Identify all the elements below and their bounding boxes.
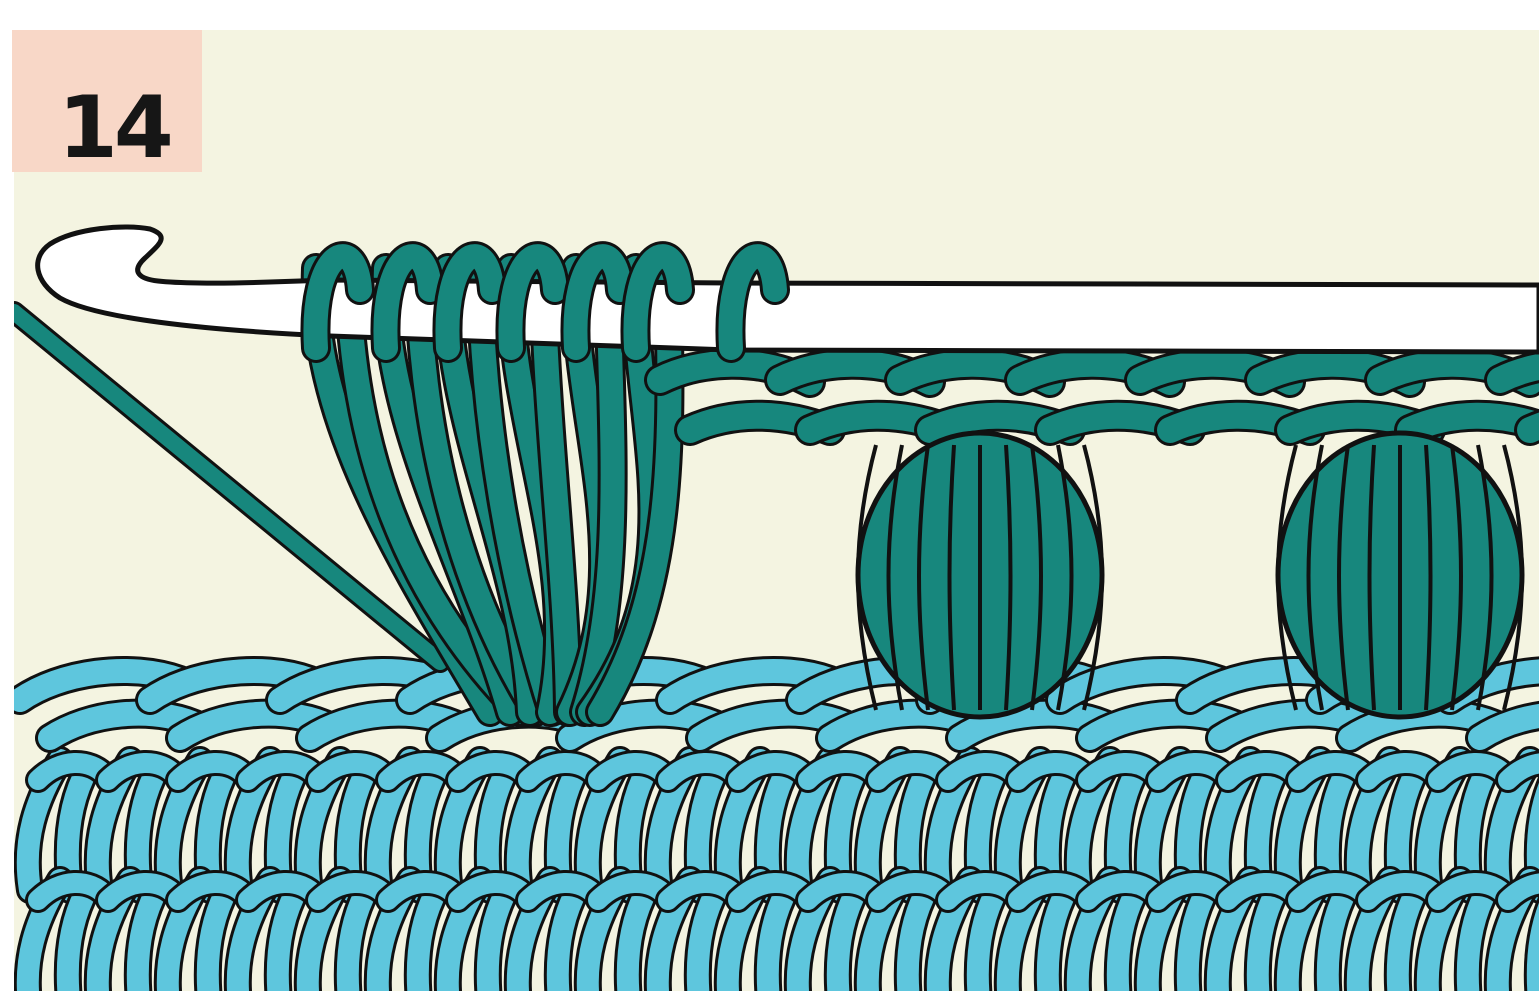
chain-link (1530, 416, 1539, 430)
fabric-stitch (1508, 763, 1539, 780)
fabric-top-row (20, 671, 1539, 738)
bobble (858, 433, 1102, 717)
fabric-stitch (1508, 883, 1539, 900)
bobble (1278, 433, 1522, 717)
chain-stitches (660, 364, 1539, 430)
chain-link (1500, 364, 1539, 382)
